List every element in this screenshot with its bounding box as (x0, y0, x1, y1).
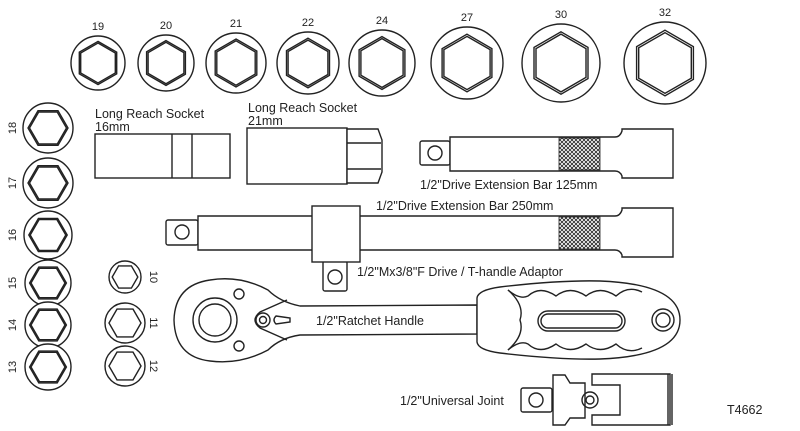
socket-top_sockets-30: 30 (521, 9, 601, 103)
socket-left_sockets-17: 17 (7, 157, 74, 209)
socket-top_sockets-20: 20 (137, 20, 195, 92)
socket-size-label: 19 (92, 21, 104, 33)
socket-size-label: 10 (147, 271, 159, 283)
socket-size-label: 30 (555, 9, 567, 21)
extension-bar-250mm: 1/2"Drive Extension Bar 250mm (165, 199, 674, 258)
socket-size-label: 12 (147, 360, 159, 372)
extension-bar-125mm: 1/2"Drive Extension Bar 125mm (419, 128, 674, 192)
socket-size-label: 11 (147, 317, 159, 328)
socket-size-label: 20 (160, 20, 172, 32)
socket-left_sockets-15: 15 (7, 259, 72, 307)
label-long-reach-16-line1: Long Reach Socket (95, 107, 205, 121)
socket-size-label: 27 (461, 12, 473, 24)
socket-top_sockets-22: 22 (276, 17, 340, 95)
socket-top_sockets-24: 24 (348, 15, 416, 97)
part-number: T4662 (727, 403, 762, 417)
label-ratchet: 1/2"Ratchet Handle (316, 314, 424, 328)
label-extension-250: 1/2"Drive Extension Bar 250mm (376, 199, 553, 213)
socket-size-label: 32 (659, 7, 671, 19)
socket-size-label: 14 (7, 319, 19, 331)
socket-size-label: 18 (7, 122, 19, 134)
label-extension-125: 1/2"Drive Extension Bar 125mm (420, 178, 597, 192)
socket-size-label: 21 (230, 18, 242, 30)
label-adaptor: 1/2"Mx3/8"F Drive / T-handle Adaptor (357, 265, 563, 279)
universal-joint: 1/2"Universal Joint (400, 373, 673, 426)
socket-small_sockets-12: 12 (104, 345, 159, 387)
t-handle-adaptor: 1/2"Mx3/8"F Drive / T-handle Adaptor (311, 205, 563, 292)
socket-top_sockets-21: 21 (205, 18, 267, 94)
label-long-reach-21-line2: 21mm (248, 114, 283, 128)
socket-size-label: 22 (302, 17, 314, 29)
socket-left_sockets-18: 18 (7, 102, 74, 154)
socket-size-label: 13 (7, 361, 19, 373)
socket-top_sockets-32: 32 (623, 7, 707, 105)
socket-size-label: 24 (376, 15, 388, 27)
socket-left_sockets-16: 16 (7, 210, 73, 260)
label-universal-joint: 1/2"Universal Joint (400, 394, 504, 408)
long-reach-socket-16mm: Long Reach Socket 16mm (94, 107, 231, 179)
sockets-group: 19 20 21 22 24 27 30 32 18 17 16 15 14 13 10 11 12 (7, 7, 707, 391)
label-long-reach-21-line1: Long Reach Socket (248, 101, 358, 115)
socket-size-label: 15 (7, 277, 19, 289)
socket-small_sockets-10: 10 (108, 260, 159, 294)
socket-size-label: 16 (7, 229, 19, 241)
socket-small_sockets-11: 11 (104, 302, 159, 344)
ratchet-handle: 1/2"Ratchet Handle (173, 278, 681, 363)
socket-top_sockets-27: 27 (430, 12, 504, 100)
socket-top_sockets-19: 19 (70, 21, 126, 91)
label-long-reach-16-line2: 16mm (95, 120, 130, 134)
socket-left_sockets-13: 13 (7, 343, 72, 391)
socket-size-label: 17 (7, 177, 19, 189)
long-reach-socket-21mm: Long Reach Socket 21mm (246, 101, 383, 185)
socket-left_sockets-14: 14 (7, 301, 72, 349)
